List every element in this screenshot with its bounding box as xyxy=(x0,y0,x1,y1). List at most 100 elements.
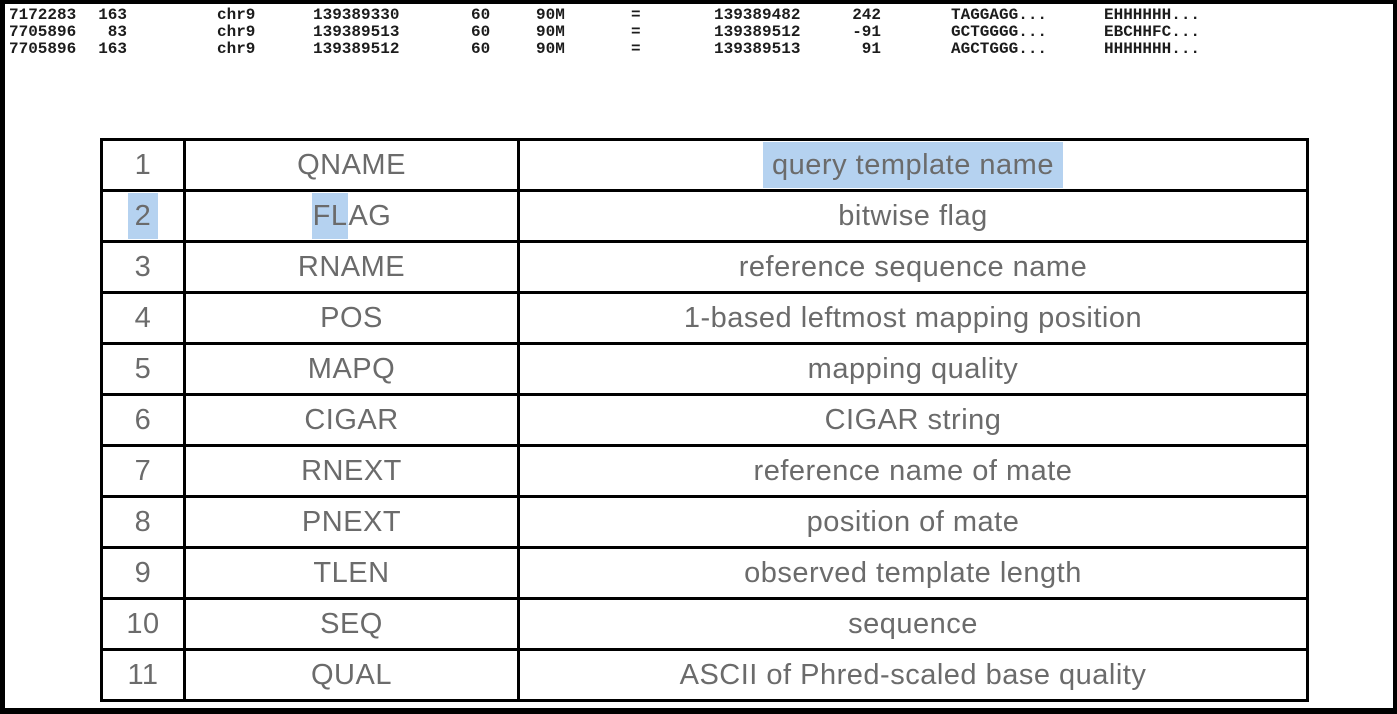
field-description-cell: position of mate xyxy=(517,495,1309,549)
field-name-cell: TLEN xyxy=(183,546,520,600)
field-name: POS xyxy=(320,302,383,334)
field-number-cell: 8 xyxy=(100,495,186,549)
field-number-cell: 4 xyxy=(100,291,186,345)
field-name-text: CIGAR xyxy=(304,403,399,436)
table-row: 2 FLAG bitwise flag xyxy=(100,189,1309,243)
field-number: 1 xyxy=(134,148,152,181)
flag-value: 83 xyxy=(107,23,127,41)
field-description: query template name xyxy=(763,141,1063,188)
rnext-value: = xyxy=(631,6,641,24)
field-number: 3 xyxy=(134,250,152,283)
seq-value: TAGGAGG... xyxy=(951,6,1048,24)
field-number: 9 xyxy=(134,556,152,589)
table-row: 9 TLEN observed template length xyxy=(100,546,1309,600)
field-name: QUAL xyxy=(311,659,392,691)
field-name-text: SEQ xyxy=(320,607,383,640)
field-description-cell: mapping quality xyxy=(517,342,1309,396)
field-number: 6 xyxy=(134,403,152,436)
field-description: ASCII of Phred-scaled base quality xyxy=(679,658,1147,691)
field-number-cell: 7 xyxy=(100,444,186,498)
field-name-text: POS xyxy=(320,301,383,334)
alignment-record-row: 7705896 163 chr9 139389512 60 90M = 1393… xyxy=(5,41,1393,58)
field-name-text: PNEXT xyxy=(301,505,402,538)
field-number-cell: 2 xyxy=(100,189,186,243)
field-description: observed template length xyxy=(744,556,1082,589)
field-name-cell: QNAME xyxy=(183,138,520,192)
field-name-cell: SEQ xyxy=(183,597,520,651)
table-row: 6 CIGAR CIGAR string xyxy=(100,393,1309,447)
flag-value: 163 xyxy=(98,6,127,24)
field-number: 7 xyxy=(134,454,152,487)
qual-value: EHHHHHH... xyxy=(1104,6,1201,24)
mapq-value: 60 xyxy=(471,23,491,41)
field-number-cell: 9 xyxy=(100,546,186,600)
field-name-text: QUAL xyxy=(311,658,392,691)
cigar-value: 90M xyxy=(536,6,565,24)
mapq-value: 60 xyxy=(471,6,491,24)
field-name-cell: FLAG xyxy=(183,189,520,243)
rname-value: chr9 xyxy=(217,6,256,24)
field-number: 10 xyxy=(126,607,160,640)
field-name-text: MAPQ xyxy=(307,352,396,385)
rnext-value: = xyxy=(631,23,641,41)
field-name-cell: PNEXT xyxy=(183,495,520,549)
field-number-cell: 1 xyxy=(100,138,186,192)
field-name-cell: QUAL xyxy=(183,648,520,702)
field-number-cell: 11 xyxy=(100,648,186,702)
field-description: 1-based leftmost mapping position xyxy=(683,301,1143,334)
field-description: reference sequence name xyxy=(738,250,1088,283)
field-number-cell: 3 xyxy=(100,240,186,294)
tlen-value: -91 xyxy=(852,23,881,41)
field-number: 11 xyxy=(127,658,159,691)
field-name-cell: RNAME xyxy=(183,240,520,294)
field-name: RNAME xyxy=(298,251,405,283)
field-description: sequence xyxy=(848,607,978,640)
table-row: 10 SEQ sequence xyxy=(100,597,1309,651)
tlen-value: 242 xyxy=(852,6,881,24)
qname-value: 7705896 xyxy=(9,23,77,41)
table-row: 11 QUAL ASCII of Phred-scaled base quali… xyxy=(100,648,1309,702)
pnext-value: 139389512 xyxy=(714,23,801,41)
selected-field-text: FL xyxy=(311,192,349,239)
field-description-cell: observed template length xyxy=(517,546,1309,600)
field-number: 4 xyxy=(134,301,152,334)
field-name-text: RNAME xyxy=(297,250,406,283)
mapq-value: 60 xyxy=(471,40,491,58)
seq-value: AGCTGGG... xyxy=(951,40,1048,58)
rnext-value: = xyxy=(631,40,641,58)
qual-value: EBCHHFC... xyxy=(1104,23,1201,41)
field-number-cell: 6 xyxy=(100,393,186,447)
pos-value: 139389512 xyxy=(313,40,400,58)
field-number: 5 xyxy=(134,352,152,385)
field-description-cell: ASCII of Phred-scaled base quality xyxy=(517,648,1309,702)
field-description-cell: 1-based leftmost mapping position xyxy=(517,291,1309,345)
field-name-cell: POS xyxy=(183,291,520,345)
field-description: reference name of mate xyxy=(753,454,1073,487)
alignment-record-row: 7172283 163 chr9 139389330 60 90M = 1393… xyxy=(5,7,1393,24)
rname-value: chr9 xyxy=(217,40,256,58)
alignment-record-row: 7705896 83 chr9 139389513 60 90M = 13938… xyxy=(5,24,1393,41)
table-row: 5 MAPQ mapping quality xyxy=(100,342,1309,396)
field-description-cell: reference name of mate xyxy=(517,444,1309,498)
field-description-cell: bitwise flag xyxy=(517,189,1309,243)
field-name: SEQ xyxy=(320,608,383,640)
field-name-cell: MAPQ xyxy=(183,342,520,396)
pnext-value: 139389513 xyxy=(714,40,801,58)
flag-value: 163 xyxy=(98,40,127,58)
field-description: position of mate xyxy=(806,505,1020,538)
field-name-text: TLEN xyxy=(313,556,390,589)
table-row: 8 PNEXT position of mate xyxy=(100,495,1309,549)
sam-fields-table: 1 QNAME query template name 2 FLAG bitwi… xyxy=(100,138,1309,702)
pos-value: 139389330 xyxy=(313,6,400,24)
field-description-cell: query template name xyxy=(517,138,1309,192)
field-description: CIGAR string xyxy=(824,403,1002,436)
field-name-text: RNEXT xyxy=(301,454,402,487)
field-name-cell: CIGAR xyxy=(183,393,520,447)
table-row: 4 POS 1-based leftmost mapping position xyxy=(100,291,1309,345)
field-number: 8 xyxy=(134,505,152,538)
qname-value: 7705896 xyxy=(9,40,77,58)
field-name: PNEXT xyxy=(302,506,401,538)
field-name-cell: RNEXT xyxy=(183,444,520,498)
field-description-cell: sequence xyxy=(517,597,1309,651)
field-name: QNAME xyxy=(297,149,406,181)
